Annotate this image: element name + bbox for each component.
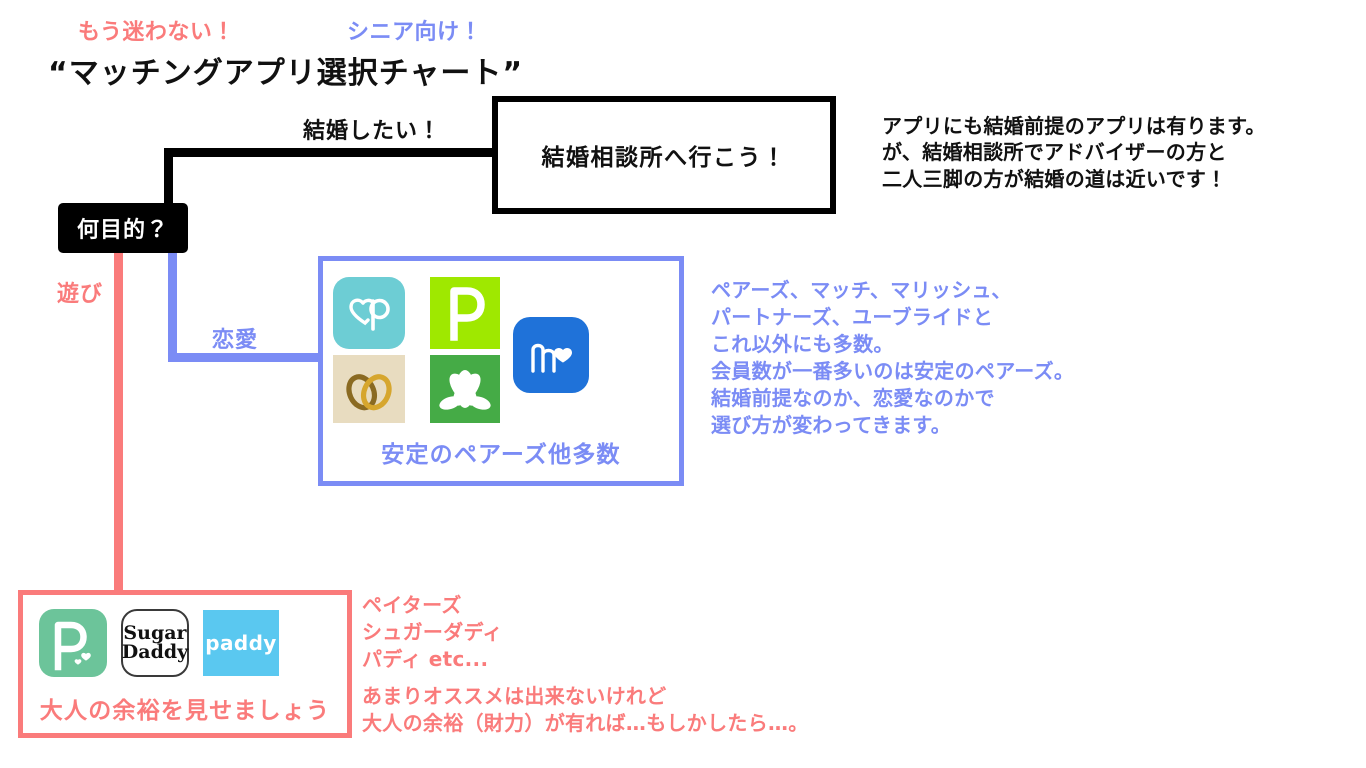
youbride-app-icon[interactable] [430,355,500,423]
connector-pink-vertical [114,252,123,592]
play-app-icon-group: Sugar Daddy paddy [39,609,279,677]
outcome-box-marriage-agency[interactable]: 結婚相談所へ行こう！ [492,96,836,214]
match-app-icon[interactable] [513,317,589,393]
outcome-label-marriage-agency: 結婚相談所へ行こう！ [541,145,787,171]
edge-label-marriage: 結婚したい！ [303,119,442,144]
connector-black-vertical [164,148,173,210]
sugar-daddy-app-icon[interactable]: Sugar Daddy [121,609,189,677]
sugar-daddy-line-1: Sugar [123,622,187,645]
kicker-right-blue: シニア向け！ [347,20,483,45]
page-title: “マッチングアプリ選択チャート” [48,56,524,91]
pairs-app-icon[interactable] [333,277,405,349]
outcome-caption-love: 安定のペアーズ他多数 [381,442,621,468]
paddy-wordmark: paddy [203,610,279,676]
marrish-app-icon[interactable] [333,355,405,423]
connector-black-horizontal [164,148,496,157]
outcome-box-love[interactable]: 安定のペアーズ他多数 [318,256,684,486]
note-love-apps: ペアーズ、マッチ、マリッシュ、 パートナーズ、ユーブライドと これ以外にも多数。… [711,278,1075,437]
connector-blue-horizontal [168,353,323,362]
note-marriage-agency: アプリにも結婚前提のアプリは有ります。 が、結婚相談所でアドバイザーの方と 二人… [882,114,1266,191]
paters-app-icon[interactable] [39,609,107,677]
outcome-box-play[interactable]: Sugar Daddy paddy 大人の余裕を見せましょう [18,590,352,738]
sugar-daddy-line-2: Daddy [121,641,189,663]
root-decision-node[interactable]: 何目的？ [58,203,188,253]
note-play-app-list: ペイターズ シュガーダディ パディ etc... [362,593,503,672]
poiboy-app-icon[interactable] [430,277,500,349]
paddy-app-icon[interactable]: paddy [203,610,279,676]
edge-label-play: 遊び [57,282,104,307]
root-decision-label: 何目的？ [76,218,169,243]
note-play-comment: あまりオススメは出来ないけれど 大人の余裕（財力）が有れば…もしかしたら…。 [362,684,809,736]
kicker-left-pink: もう迷わない！ [78,20,235,45]
outcome-caption-play: 大人の余裕を見せましょう [39,698,331,724]
connector-blue-vertical [168,252,177,362]
edge-label-love: 恋愛 [212,328,259,353]
love-app-icon-group [333,277,593,423]
